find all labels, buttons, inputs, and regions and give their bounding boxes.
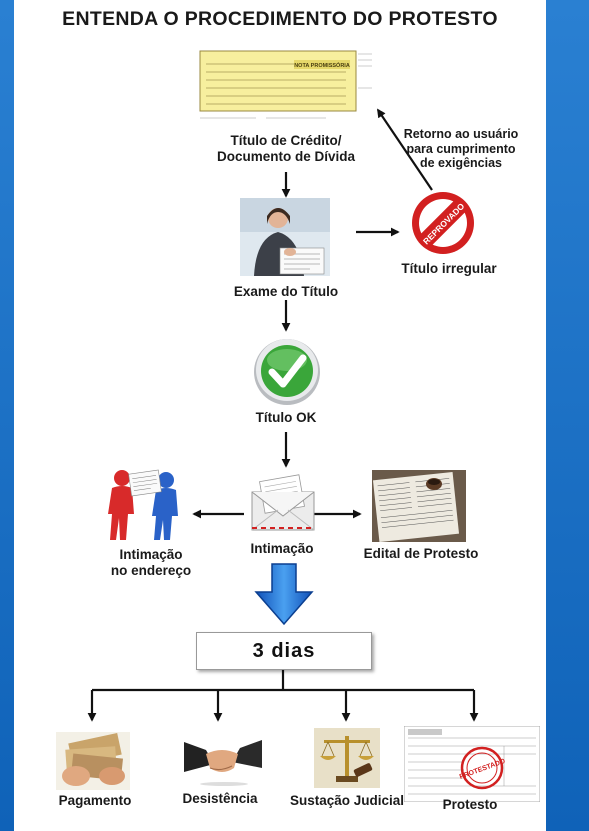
node-edital: Edital de Protesto <box>363 546 479 561</box>
node-titulo-ok: Título OK <box>255 410 317 425</box>
white-panel <box>14 0 546 831</box>
envelope-icon <box>251 474 315 531</box>
node-desistencia: Desistência <box>182 791 258 806</box>
node-intimacao-endereco: Intimação no endereço <box>110 547 192 578</box>
big-down-arrow-icon <box>254 563 314 626</box>
node-titulo-credito: Título de Crédito/ Documento de Dívida <box>216 133 356 164</box>
dias-box: 3 dias <box>196 632 372 670</box>
dias-text: 3 dias <box>252 640 316 662</box>
intimacao-people-image <box>108 469 178 540</box>
node-retorno: Retorno ao usuário para cumprimento de e… <box>403 127 519 170</box>
node-exame: Exame do Título <box>233 284 339 299</box>
protest-document-image: PROTESTADO <box>404 726 540 802</box>
nota-promissoria-text: NOTA PROMISSÓRIA <box>294 61 350 69</box>
exam-person-image <box>240 198 330 276</box>
page-title: ENTENDA O PROCEDIMENTO DO PROTESTO <box>62 8 498 30</box>
arrow-irregular-to-credito <box>377 108 433 191</box>
reprovado-icon: REPROVADO <box>412 192 474 254</box>
newspaper-image <box>372 470 466 542</box>
node-protesto: Protesto <box>442 797 498 812</box>
node-titulo-irregular: Título irregular <box>401 261 497 276</box>
check-ok-icon <box>254 339 320 405</box>
node-sustacao: Sustação Judicial <box>289 793 405 808</box>
node-pagamento: Pagamento <box>58 793 132 808</box>
money-image <box>56 732 130 790</box>
justice-scales-image <box>314 728 380 788</box>
handshake-image <box>184 732 262 788</box>
node-intimacao: Intimação <box>250 541 314 556</box>
promissory-note-image: NOTA PROMISSÓRIA <box>196 44 374 126</box>
